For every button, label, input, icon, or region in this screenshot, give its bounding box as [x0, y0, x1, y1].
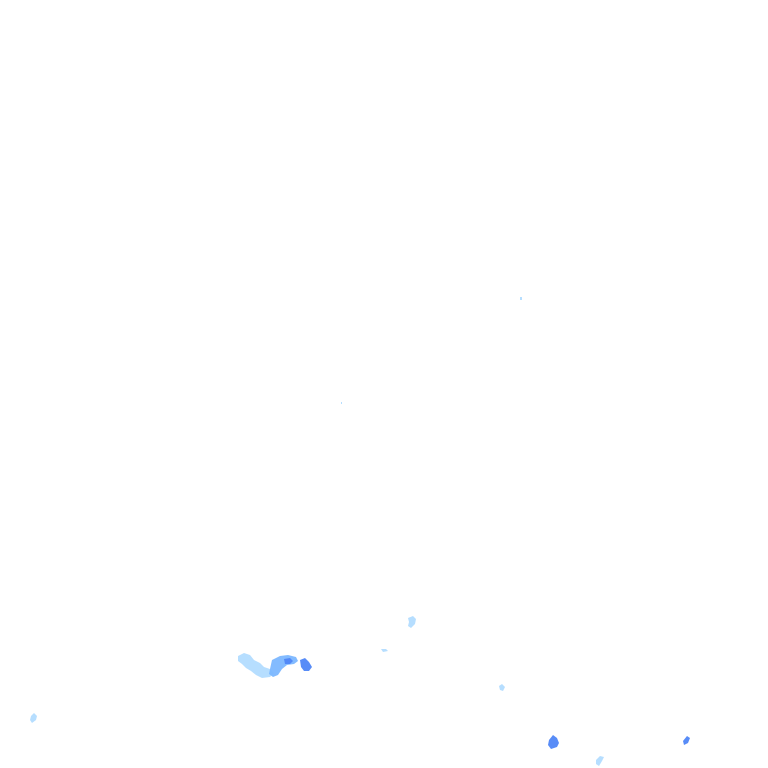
rain-cell: [300, 658, 312, 671]
rain-cell: [408, 616, 416, 628]
rain-cell: [548, 735, 559, 749]
rain-cell: [238, 653, 274, 678]
rain-cell: [284, 658, 293, 664]
rain-cell: [269, 655, 298, 677]
rain-cell: [499, 684, 505, 691]
rain-cell: [683, 736, 690, 745]
rain-cell: [596, 756, 604, 766]
rain-cell: [381, 649, 388, 652]
rain-cell: [520, 297, 522, 300]
rain-cell: [341, 402, 342, 404]
rain-cell: [30, 713, 37, 723]
